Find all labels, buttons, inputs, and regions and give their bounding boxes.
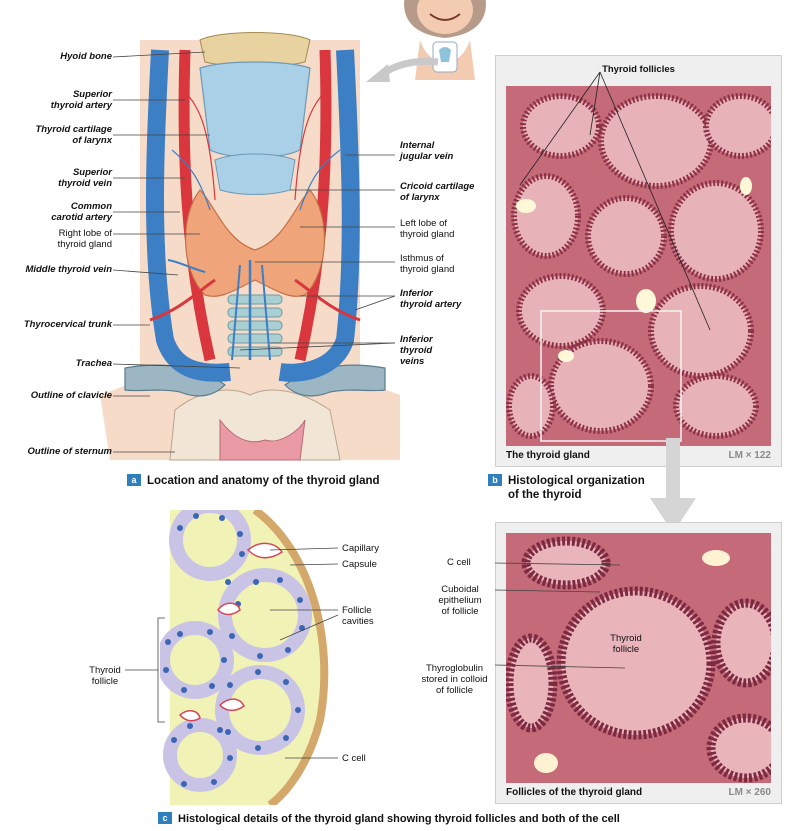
label-capsule: Capsule <box>342 559 377 570</box>
micrograph-b-footer: The thyroid gland <box>506 450 590 461</box>
label-hyoid-bone: Hyoid bone <box>60 51 112 62</box>
follicle-diagram <box>160 510 329 805</box>
micrograph-image <box>506 86 771 446</box>
micrograph-image-c <box>506 533 771 783</box>
label-capillary: Capillary <box>342 543 379 554</box>
badge-c: c <box>158 812 172 824</box>
label-outline-of-sternum: Outline of sternum <box>27 446 112 457</box>
patient-portrait-illustration <box>404 0 486 80</box>
label-middle-thyroid-vein: Middle thyroid vein <box>25 264 112 275</box>
micrograph-c-svg <box>506 533 771 783</box>
micrograph-c-footer: Follicles of the thyroid gland <box>506 787 643 798</box>
zoom-arrow-icon <box>650 438 696 533</box>
label-c-cell-micrograph: C cell <box>447 557 471 568</box>
pointer-arrow-icon <box>366 57 439 82</box>
label-thyrocervical-trunk: Thyrocervical trunk <box>23 319 112 330</box>
badge-b: b <box>488 474 502 486</box>
micrograph-b-svg <box>506 86 771 446</box>
micrograph-thyroid-gland: Thyroid follicles <box>495 55 782 467</box>
magnification-b: LM × 122 <box>728 450 771 461</box>
label-c-cell-diagram: C cell <box>342 753 366 764</box>
badge-a: a <box>127 474 141 486</box>
neck-anatomy-illustration <box>100 32 400 461</box>
label-outline-of-clavicle: Outline of clavicle <box>30 390 112 401</box>
label-thyroid-follicles: Thyroid follicles <box>602 64 675 75</box>
magnification-c: LM × 260 <box>728 787 771 798</box>
label-trachea: Trachea <box>75 358 112 369</box>
